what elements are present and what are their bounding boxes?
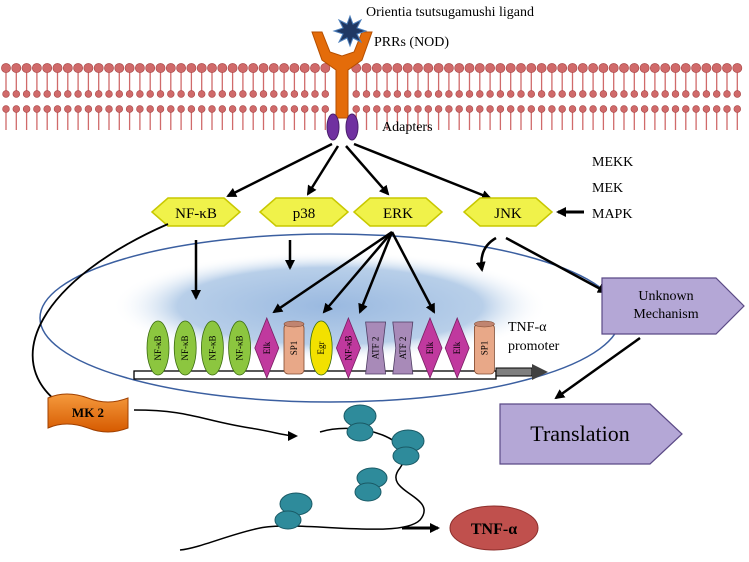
promoter-factor-label: NF-κB (207, 335, 217, 360)
ligand-star-icon (332, 14, 368, 48)
promoter-factor-label: SP1 (289, 341, 299, 356)
kinase-label-jnk: JNK (494, 206, 522, 222)
promoter-factor: Egr (309, 320, 333, 376)
promoter-factor-label: ATF 2 (371, 337, 381, 360)
adapter-arrows (226, 142, 492, 200)
tnf-alpha-oval: TNF-α (449, 505, 539, 551)
promoter-factor: ATF 2 (392, 321, 414, 375)
cell-membrane (1, 63, 743, 130)
mk2-label: MK 2 (72, 405, 104, 420)
mk2-arrow (133, 409, 298, 441)
promoter-label-tnf: TNF-α (508, 320, 547, 335)
promoter-factor: NF-κB (335, 316, 361, 380)
mk2-flag: MK 2 (47, 393, 129, 433)
adapters-label: Adapters (382, 120, 433, 135)
ribosome-3 (354, 467, 388, 502)
unknown-line1: Unknown (638, 289, 693, 304)
promoter-label-promoter: promoter (508, 339, 560, 354)
promoter-factor-label: Elk (452, 341, 462, 354)
promoter-factor-label: Elk (262, 341, 272, 354)
promoter-factor: SP1 (283, 320, 305, 375)
promoter-factor-label: Egr (316, 342, 326, 355)
kinase-label-nfkb: NF-κB (175, 206, 217, 222)
promoter-factor: Elk (444, 316, 470, 380)
promoter-factor: Elk (417, 316, 443, 380)
ribosome-1 (343, 404, 377, 442)
tnf-label: TNF-α (471, 521, 517, 538)
promoter-factor: Elk (254, 316, 280, 380)
promoter-factor-label: NF-κB (235, 335, 245, 360)
promoter-factor-label: NF-κB (153, 335, 163, 360)
upstream-mekk: MEKK (592, 155, 633, 170)
translation-box: Translation (499, 403, 683, 465)
upstream-mek: MEK (592, 181, 623, 196)
kinase-p38: p38 (258, 197, 350, 227)
upstream-mapk: MAPK (592, 207, 632, 222)
promoter-factor: NF-κB (173, 320, 197, 376)
promoter-factor: NF-κB (228, 320, 252, 376)
kinase-nfkb: NF-κB (150, 197, 242, 227)
ribosome-4 (274, 492, 313, 530)
promoter-factor: NF-κB (146, 320, 170, 376)
promoter-factor: SP1 (473, 320, 495, 375)
unknown-mechanism-box: Unknown Mechanism (601, 277, 745, 335)
promoter-factor-label: SP1 (479, 341, 489, 356)
promoter-factor-label: Elk (425, 341, 435, 354)
translation-label: Translation (530, 421, 629, 446)
receptor-label: PRRs (NOD) (374, 35, 449, 50)
adapter-proteins (326, 113, 359, 141)
promoter-factor: NF-κB (200, 320, 224, 376)
mrna-strand (179, 427, 425, 551)
ligand-label: Orientia tsutsugamushi ligand (366, 5, 534, 20)
prr-receptor (311, 31, 373, 119)
unknown-to-translation-arrow (554, 336, 641, 400)
unknown-line2: Mechanism (633, 307, 698, 322)
promoter-elements: NF-κB NF-κB NF-κB NF-κB Elk SP1 Egr NF-κB ATF 2 A… (146, 316, 495, 380)
kinase-label-erk: ERK (383, 206, 413, 222)
promoter-factor-label: NF-κB (180, 335, 190, 360)
promoter-factor: ATF 2 (365, 321, 387, 375)
promoter-factor-label: ATF 2 (398, 337, 408, 360)
ribosome-2 (391, 429, 425, 466)
promoter-factor-label: NF-κB (343, 335, 353, 360)
kinase-erk: ERK (352, 197, 444, 227)
kinase-label-p38: p38 (293, 206, 316, 222)
kinase-jnk: JNK (462, 197, 554, 227)
nuclear-arrows (191, 230, 608, 314)
nfkb-mk2-curve (31, 223, 169, 405)
